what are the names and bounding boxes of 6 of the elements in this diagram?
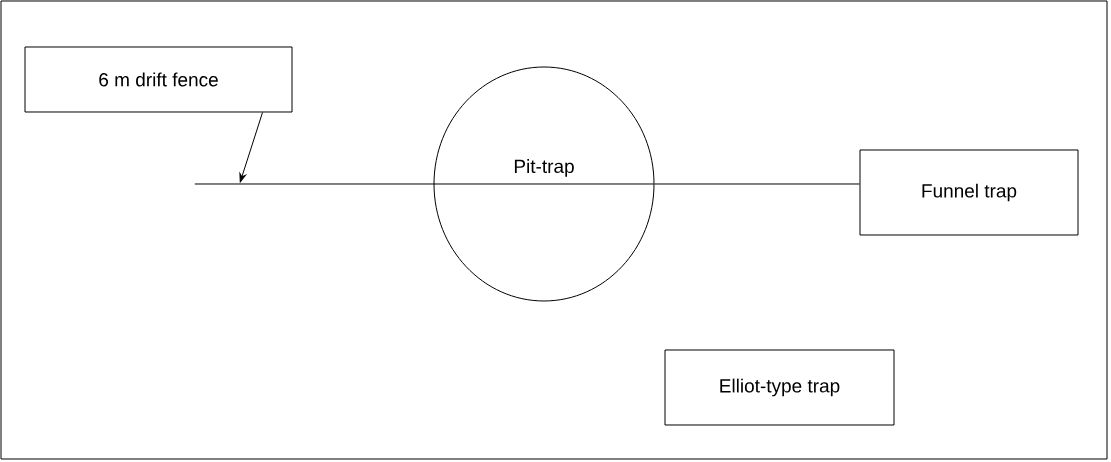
leader-arrow <box>239 112 263 183</box>
label-box: Funnel trap <box>859 149 1079 236</box>
fence-line <box>654 183 860 185</box>
fence-line <box>194 183 435 185</box>
label-box: Elliot-type trap <box>664 349 895 426</box>
label-box: 6 m drift fence <box>24 46 293 113</box>
